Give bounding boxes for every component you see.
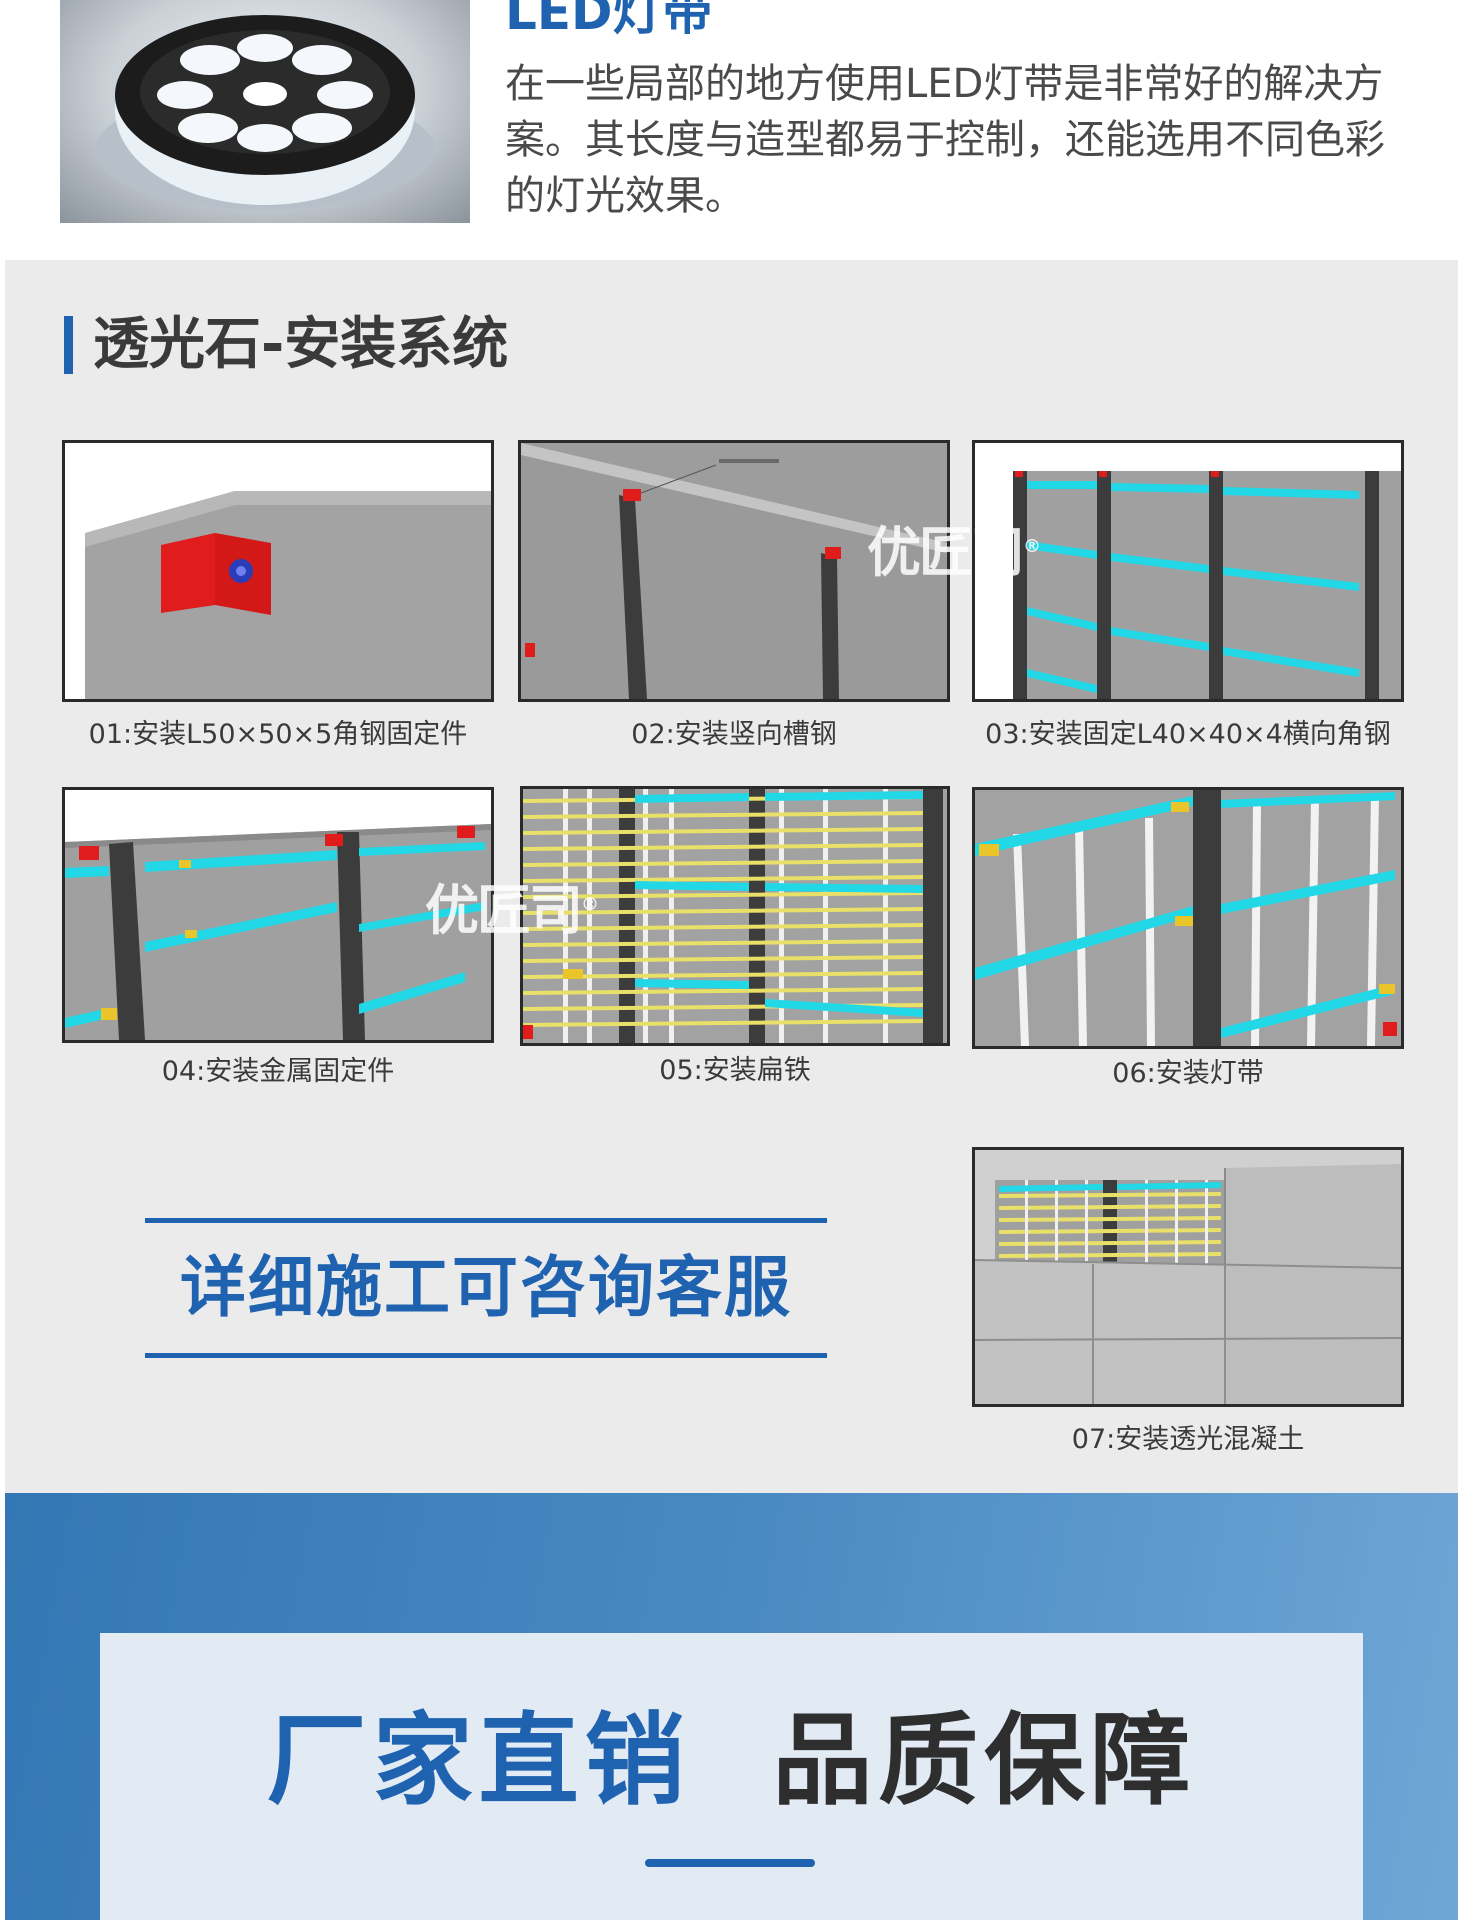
- step-03-illustration: [972, 440, 1404, 702]
- led-strip-description: 在一些局部的地方使用LED灯带是非常好的解决方案。其长度与造型都易于控制，还能选…: [505, 61, 1385, 219]
- step-06-illustration: [972, 787, 1404, 1049]
- step-05-caption: 05:安装扁铁: [659, 1055, 811, 1086]
- banner-title-factory-direct: 厂家直销: [266, 1702, 691, 1819]
- brand-watermark: 优匠司®: [425, 879, 599, 942]
- step-06-caption: 06:安装灯带: [1112, 1058, 1264, 1089]
- step-07-illustration: [972, 1147, 1404, 1407]
- led-strip-title: LED灯带: [505, 0, 713, 41]
- banner-title-quality: 品质保障: [772, 1702, 1197, 1819]
- step-04-caption: 04:安装金属固定件: [161, 1056, 395, 1087]
- step-01-illustration: [62, 440, 494, 702]
- step-02-caption: 02:安装竖向槽钢: [631, 719, 837, 750]
- step-01-caption: 01:安装L50×50×5角钢固定件: [88, 719, 468, 750]
- step-03-caption: 03:安装固定L40×40×4横向角钢: [985, 719, 1391, 750]
- led-strip-photo: [60, 0, 470, 223]
- step-04-illustration: [62, 787, 494, 1043]
- step-02-illustration: [518, 440, 950, 702]
- consult-top-rule: [145, 1218, 827, 1223]
- brand-watermark: 优匠司®: [867, 521, 1041, 584]
- install-system-section: 透光石-安装系统 01:安装L50×50×5角钢固定件: [5, 260, 1458, 1493]
- step-05-illustration: [520, 786, 950, 1046]
- consult-text: 详细施工可咨询客服: [180, 1249, 792, 1326]
- section-title-accent-bar: [64, 316, 73, 374]
- section-title: 透光石-安装系统: [93, 312, 509, 377]
- factory-direct-banner: 厂家直销 品质保障: [5, 1493, 1458, 1920]
- banner-card: 厂家直销 品质保障: [100, 1633, 1363, 1920]
- led-strip-section: LED灯带 在一些局部的地方使用LED灯带是非常好的解决方案。其长度与造型都易于…: [0, 0, 1463, 260]
- led-reel-illustration: [95, 15, 435, 210]
- banner-accent-line: [645, 1859, 815, 1867]
- consult-bottom-rule: [145, 1353, 827, 1358]
- banner-title: 厂家直销 品质保障: [100, 1701, 1363, 1821]
- step-07-caption: 07:安装透光混凝土: [1071, 1424, 1305, 1455]
- consult-customer-service-box: 详细施工可咨询客服: [145, 1218, 827, 1358]
